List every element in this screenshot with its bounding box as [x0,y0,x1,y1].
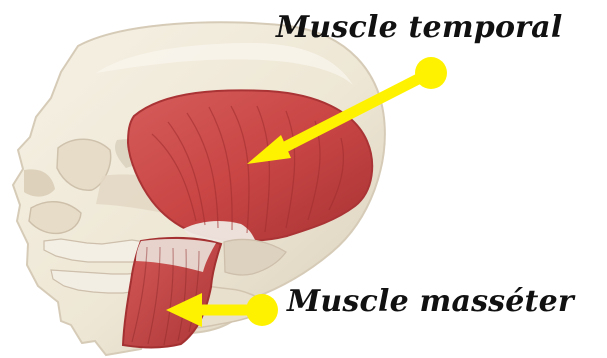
masseter-label: Muscle masséter [287,284,574,319]
temporal-label: Muscle temporal [276,10,562,45]
temporal-arrow-dot [415,57,447,89]
masseter-arrow-dot [246,294,278,326]
